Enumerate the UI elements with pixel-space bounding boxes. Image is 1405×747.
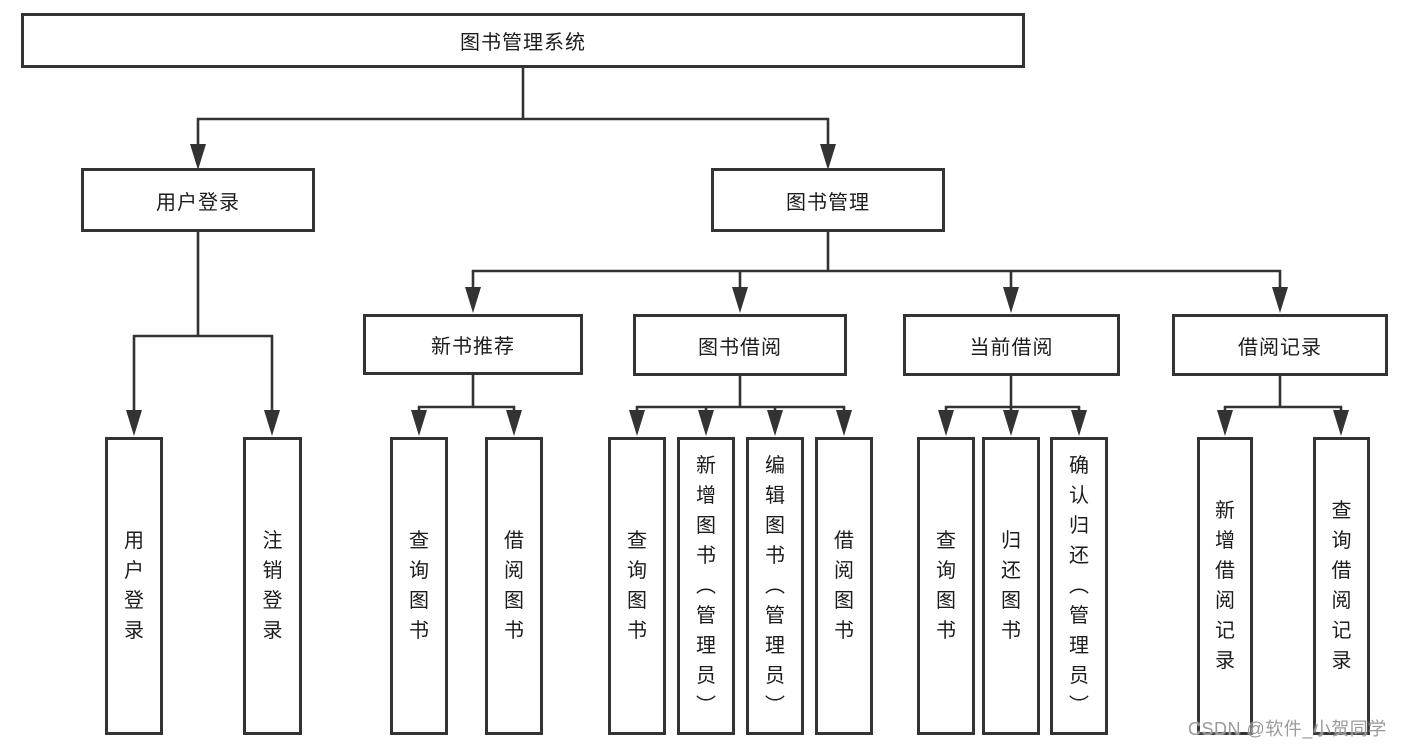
node-leaf-logout: 注 销 登 录 xyxy=(243,437,302,735)
node-root: 图书管理系统 xyxy=(21,13,1025,68)
node-root-label: 图书管理系统 xyxy=(460,32,586,54)
node-leaf-query-books-3: 查 询 图 书 xyxy=(917,437,975,735)
node-leaf-user-login-label: 用 户 登 录 xyxy=(124,530,144,642)
node-leaf-user-login: 用 户 登 录 xyxy=(105,437,163,735)
node-current-borrow: 当前借阅 xyxy=(903,314,1120,376)
node-book-management-label: 图书管理 xyxy=(786,191,870,214)
node-leaf-add-books-admin: 新 增 图 书 ︵ 管 理 员 ︶ xyxy=(677,437,735,735)
node-leaf-edit-books-admin: 编 辑 图 书 ︵ 管 理 员 ︶ xyxy=(746,437,804,735)
node-leaf-borrow-books-1-label: 借 阅 图 书 xyxy=(504,530,524,642)
node-leaf-confirm-return-admin-label: 确 认 归 还 ︵ 管 理 员 ︶ xyxy=(1069,455,1089,717)
node-user-login-label: 用户登录 xyxy=(156,191,240,214)
node-new-book-recommend: 新书推荐 xyxy=(363,314,583,375)
node-leaf-query-books-2: 查 询 图 书 xyxy=(608,437,666,735)
node-leaf-query-books-2-label: 查 询 图 书 xyxy=(627,530,647,642)
node-leaf-borrow-books-1: 借 阅 图 书 xyxy=(485,437,543,735)
node-user-login: 用户登录 xyxy=(81,168,315,232)
node-leaf-add-borrow-record-label: 新 增 借 阅 记 录 xyxy=(1215,500,1235,672)
node-leaf-confirm-return-admin: 确 认 归 还 ︵ 管 理 员 ︶ xyxy=(1050,437,1108,735)
node-leaf-add-borrow-record: 新 增 借 阅 记 录 xyxy=(1197,437,1253,735)
node-new-book-recommend-label: 新书推荐 xyxy=(431,336,515,358)
node-leaf-return-books-label: 归 还 图 书 xyxy=(1001,530,1021,642)
node-leaf-query-books-1: 查 询 图 书 xyxy=(390,437,448,735)
node-book-borrow-label: 图书借阅 xyxy=(698,336,782,359)
node-leaf-logout-label: 注 销 登 录 xyxy=(262,530,283,642)
node-leaf-add-books-admin-label: 新 增 图 书 ︵ 管 理 员 ︶ xyxy=(696,455,716,717)
node-current-borrow-label: 当前借阅 xyxy=(969,336,1054,359)
node-leaf-query-borrow-record-label: 查 询 借 阅 记 录 xyxy=(1331,500,1352,672)
node-book-management: 图书管理 xyxy=(711,168,945,232)
node-leaf-query-borrow-record: 查 询 借 阅 记 录 xyxy=(1313,437,1370,735)
node-leaf-query-books-3-label: 查 询 图 书 xyxy=(936,530,956,642)
csdn-watermark: CSDN @软件_小贺同学 xyxy=(1188,719,1387,739)
node-leaf-query-books-1-label: 查 询 图 书 xyxy=(409,530,429,642)
node-book-borrow: 图书借阅 xyxy=(633,314,847,376)
node-borrow-records: 借阅记录 xyxy=(1172,314,1388,376)
node-leaf-edit-books-admin-label: 编 辑 图 书 ︵ 管 理 员 ︶ xyxy=(765,455,785,717)
node-leaf-borrow-books-2-label: 借 阅 图 书 xyxy=(834,530,854,642)
node-leaf-return-books: 归 还 图 书 xyxy=(982,437,1040,735)
node-borrow-records-label: 借阅记录 xyxy=(1238,336,1322,359)
node-leaf-borrow-books-2: 借 阅 图 书 xyxy=(815,437,873,735)
